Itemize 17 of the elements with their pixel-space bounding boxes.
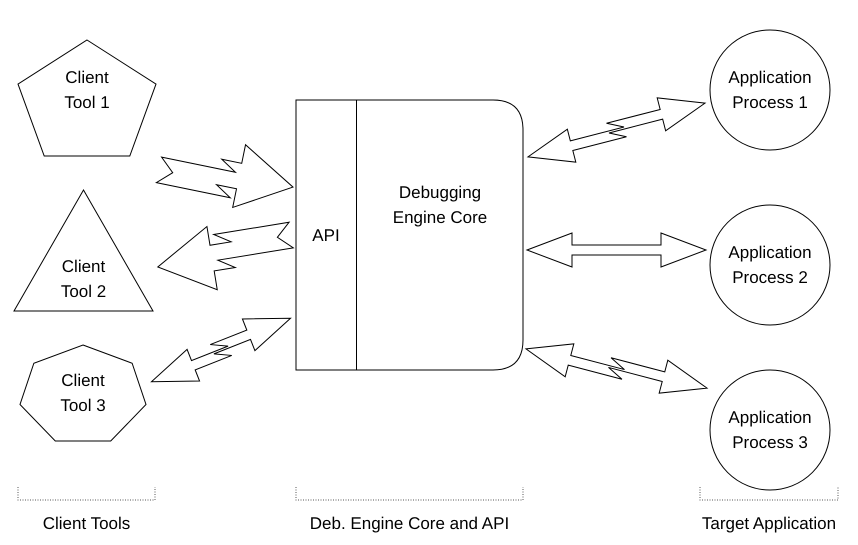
block-arrow [155,144,294,208]
node-label: API [311,224,341,246]
node-label: Application Process 2 [727,242,813,289]
group-caption: Target Application [700,514,838,534]
block-arrow [156,222,295,290]
block-arrow [526,97,706,163]
node-label: Client Tool 2 [60,256,108,302]
node-label: Application Process 3 [727,407,813,454]
node-label: Application Process 1 [727,67,813,114]
node-label: Client Tool 1 [63,67,111,114]
node-label: Debugging Engine Core [392,182,488,229]
group-caption: Deb. Engine Core and API [308,514,510,534]
node-label: Client Tool 3 [59,370,107,417]
block-arrow [526,232,708,268]
group-caption: Client Tools [42,514,132,534]
block-arrow [524,343,708,394]
block-arrow [150,318,292,382]
